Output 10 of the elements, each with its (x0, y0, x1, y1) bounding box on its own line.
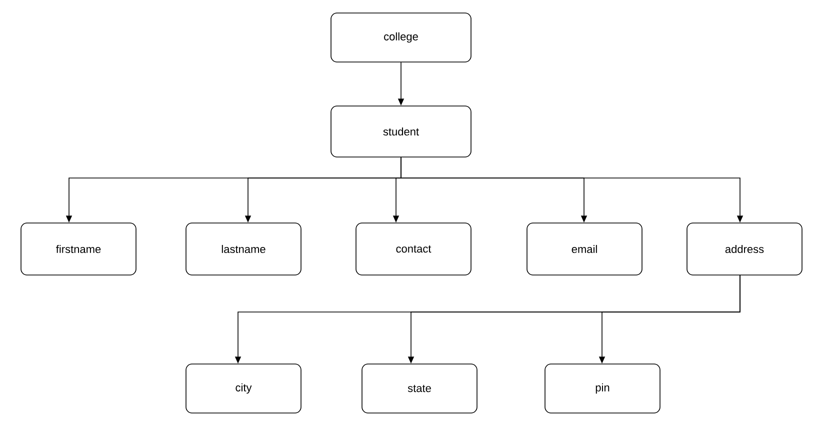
entity-box: state (362, 364, 478, 414)
entity-box: contact (356, 222, 472, 276)
entity-box: city (186, 364, 302, 414)
entity-box: college (330, 12, 472, 62)
entity-box: firstname (20, 222, 136, 276)
entity-box: pin (544, 364, 660, 414)
entity-box: student (330, 106, 472, 158)
entity-box: lastname (186, 222, 302, 276)
entity-box: address (686, 222, 802, 276)
entity-box: email (526, 222, 642, 276)
